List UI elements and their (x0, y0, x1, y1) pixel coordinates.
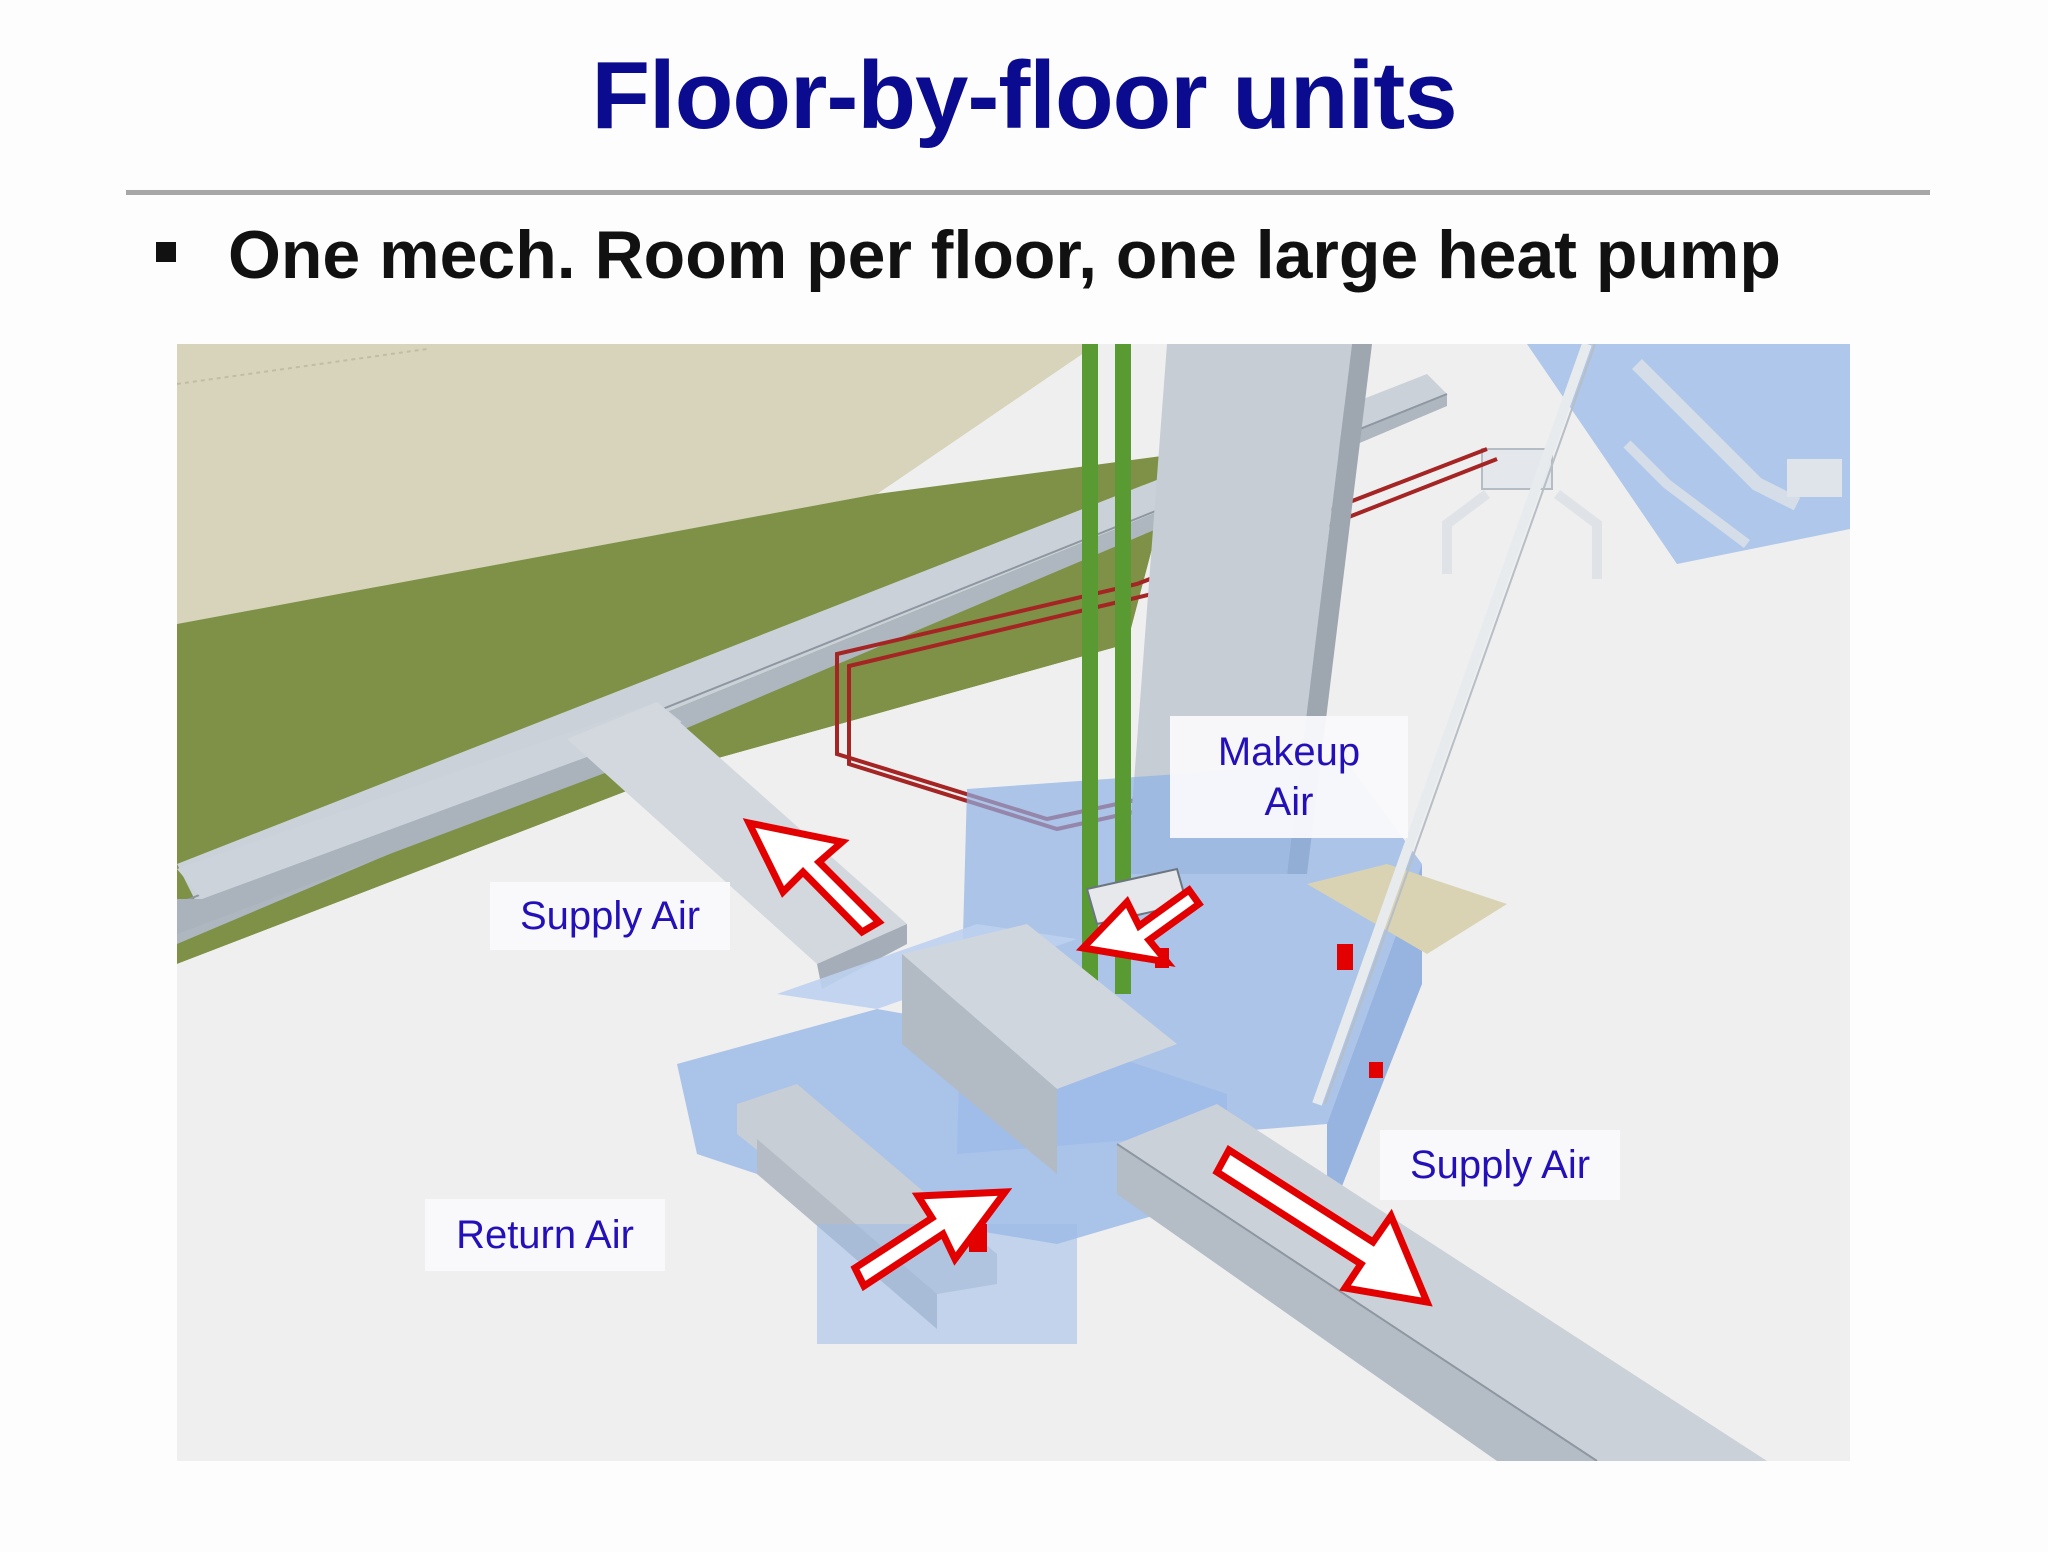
makeup-air-line2: Air (1264, 780, 1314, 824)
mech-room-hatch (1307, 864, 1507, 954)
damper-3 (1369, 1062, 1383, 1078)
stair-landing (1787, 459, 1842, 497)
hvac-illustration (177, 344, 1850, 1461)
green-pipe-1 (1082, 344, 1098, 994)
damper-2 (1337, 944, 1353, 970)
bullet-text: One mech. Room per floor, one large heat… (228, 217, 1781, 293)
arrow-supply-left-icon (742, 818, 885, 937)
handler-front (902, 954, 1057, 1174)
left-duct-side (177, 722, 682, 934)
arrow-supply-right-icon (1212, 1145, 1433, 1307)
green-pipe-2 (1115, 344, 1131, 994)
handler-top (902, 924, 1177, 1089)
left-duct-top (177, 702, 682, 899)
supply-air-left-label: Supply Air (490, 882, 730, 950)
stair-enclosure (1527, 344, 1850, 564)
makeup-air-label: Makeup Air (1170, 716, 1408, 838)
staircase (1632, 359, 1801, 511)
return-air-label: Return Air (425, 1199, 665, 1271)
white-pipe (1312, 344, 1592, 1106)
makeup-air-line1: Makeup (1217, 730, 1361, 774)
branch-duct-top (567, 702, 907, 964)
unit-leg-right (1554, 490, 1602, 579)
mech-room-side (1327, 864, 1422, 1224)
arrow-return-icon (850, 1188, 1013, 1292)
right-duct-edge (1116, 1143, 1598, 1461)
arrow-makeup-icon (1075, 885, 1204, 967)
back-wall (177, 344, 1097, 624)
wall-seam (177, 348, 428, 385)
white-pipe-edge (1324, 344, 1596, 1105)
title-divider (126, 190, 1930, 195)
slide-title: Floor-by-floor units (591, 42, 1457, 149)
unit-leg-left (1442, 490, 1490, 574)
staircase-lower (1623, 440, 1750, 548)
supply-air-right-label: Supply Air (1380, 1130, 1620, 1200)
bullet-square-icon (156, 242, 176, 262)
